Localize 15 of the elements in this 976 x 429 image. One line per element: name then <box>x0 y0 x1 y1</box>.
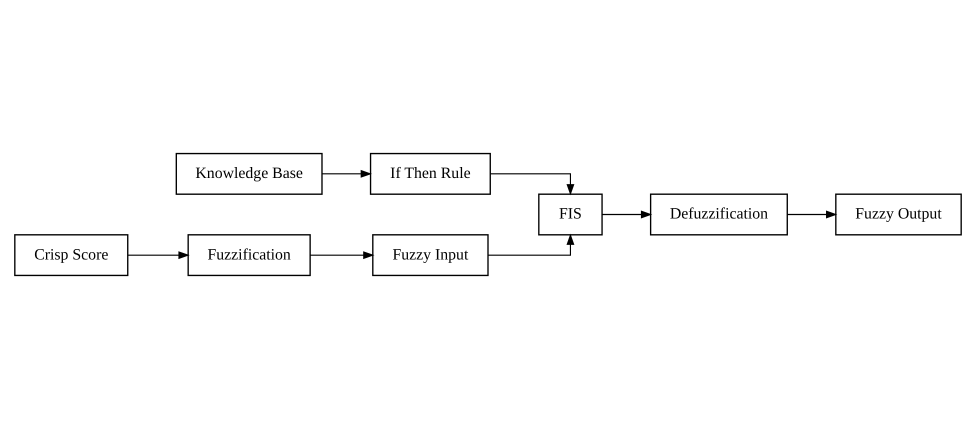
arrow <box>490 173 574 196</box>
arrow <box>310 251 374 260</box>
node-box: Fuzzy Input <box>372 234 489 276</box>
arrow <box>602 210 652 218</box>
arrow <box>128 251 190 260</box>
node-box: If Then Rule <box>370 152 491 195</box>
node-box: Defuzzification <box>650 194 788 236</box>
node-box: Fuzzy Output <box>835 194 962 236</box>
node-box: Knowledge Base <box>176 152 323 195</box>
arrow <box>488 234 574 256</box>
arrow <box>787 210 838 218</box>
node-box: Fuzzification <box>188 234 311 276</box>
arrow <box>322 170 372 178</box>
node-box: Crisp Score <box>14 234 128 276</box>
node-box: FIS <box>538 194 603 236</box>
